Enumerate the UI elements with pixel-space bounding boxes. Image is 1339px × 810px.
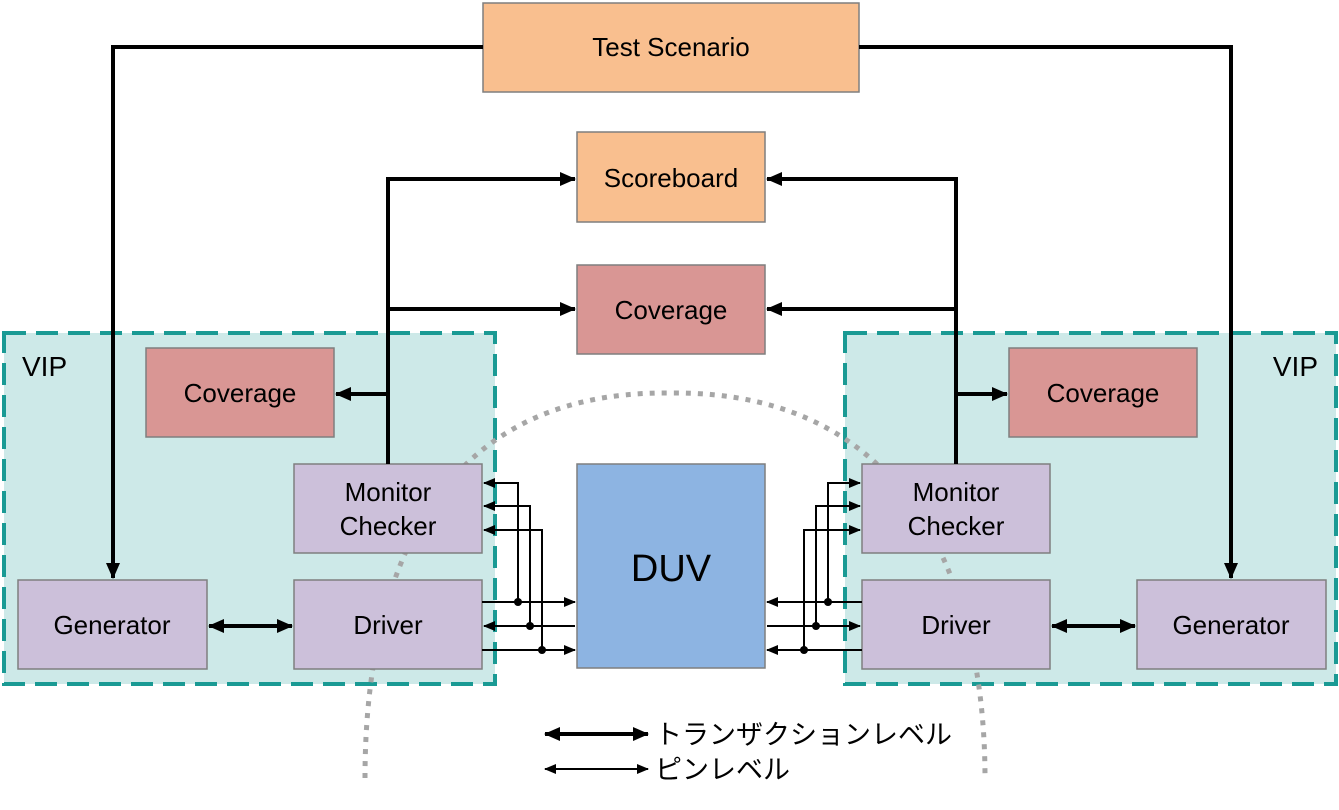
right-coverage-box	[1008, 347, 1198, 438]
right-driver-label: Driver	[921, 610, 991, 640]
right-monitor-to-scoreboard-arrow	[766, 172, 958, 464]
scenario-to-right-generator-arrow	[859, 45, 1238, 579]
center-coverage-label: Coverage	[615, 295, 728, 325]
left-coverage-label: Coverage	[184, 378, 297, 408]
duv-label: DUV	[631, 548, 712, 590]
scenario-to-left-generator-arrow	[106, 45, 483, 579]
left-monitor-checker-box	[293, 463, 483, 554]
scoreboard-box	[576, 131, 766, 223]
transaction-connections	[106, 45, 1238, 633]
right-vip-label: VIP	[1273, 351, 1318, 382]
left-monitor-to-scoreboard-arrow	[386, 172, 576, 464]
test-scenario-label: Test Scenario	[592, 32, 750, 62]
left-generator-box	[17, 579, 208, 670]
right-monitor-label: Monitor	[913, 477, 1000, 507]
left-driver-box	[293, 579, 483, 670]
left-driver-label: Driver	[353, 610, 423, 640]
center-coverage-box	[576, 264, 766, 355]
left-coverage-box	[145, 347, 335, 438]
duv-box	[576, 463, 766, 669]
left-monitor-label: Monitor	[345, 477, 432, 507]
right-driver-box	[861, 579, 1051, 670]
right-checker-label: Checker	[908, 511, 1005, 541]
right-pin-connections	[766, 478, 862, 655]
right-pin-junctions	[800, 598, 832, 654]
scoreboard-label: Scoreboard	[604, 163, 738, 193]
left-checker-label: Checker	[340, 511, 437, 541]
left-pin-junctions	[514, 598, 546, 654]
left-vip-label: VIP	[22, 351, 67, 382]
right-generator-box	[1136, 579, 1327, 670]
right-coverage-label: Coverage	[1047, 378, 1160, 408]
right-generator-label: Generator	[1172, 610, 1289, 640]
legend-transaction-label: トランザクションレベル	[655, 720, 952, 751]
legend: トランザクションレベル ピンレベル	[544, 720, 952, 786]
left-generator-label: Generator	[53, 610, 170, 640]
legend-pin-label: ピンレベル	[655, 755, 790, 786]
